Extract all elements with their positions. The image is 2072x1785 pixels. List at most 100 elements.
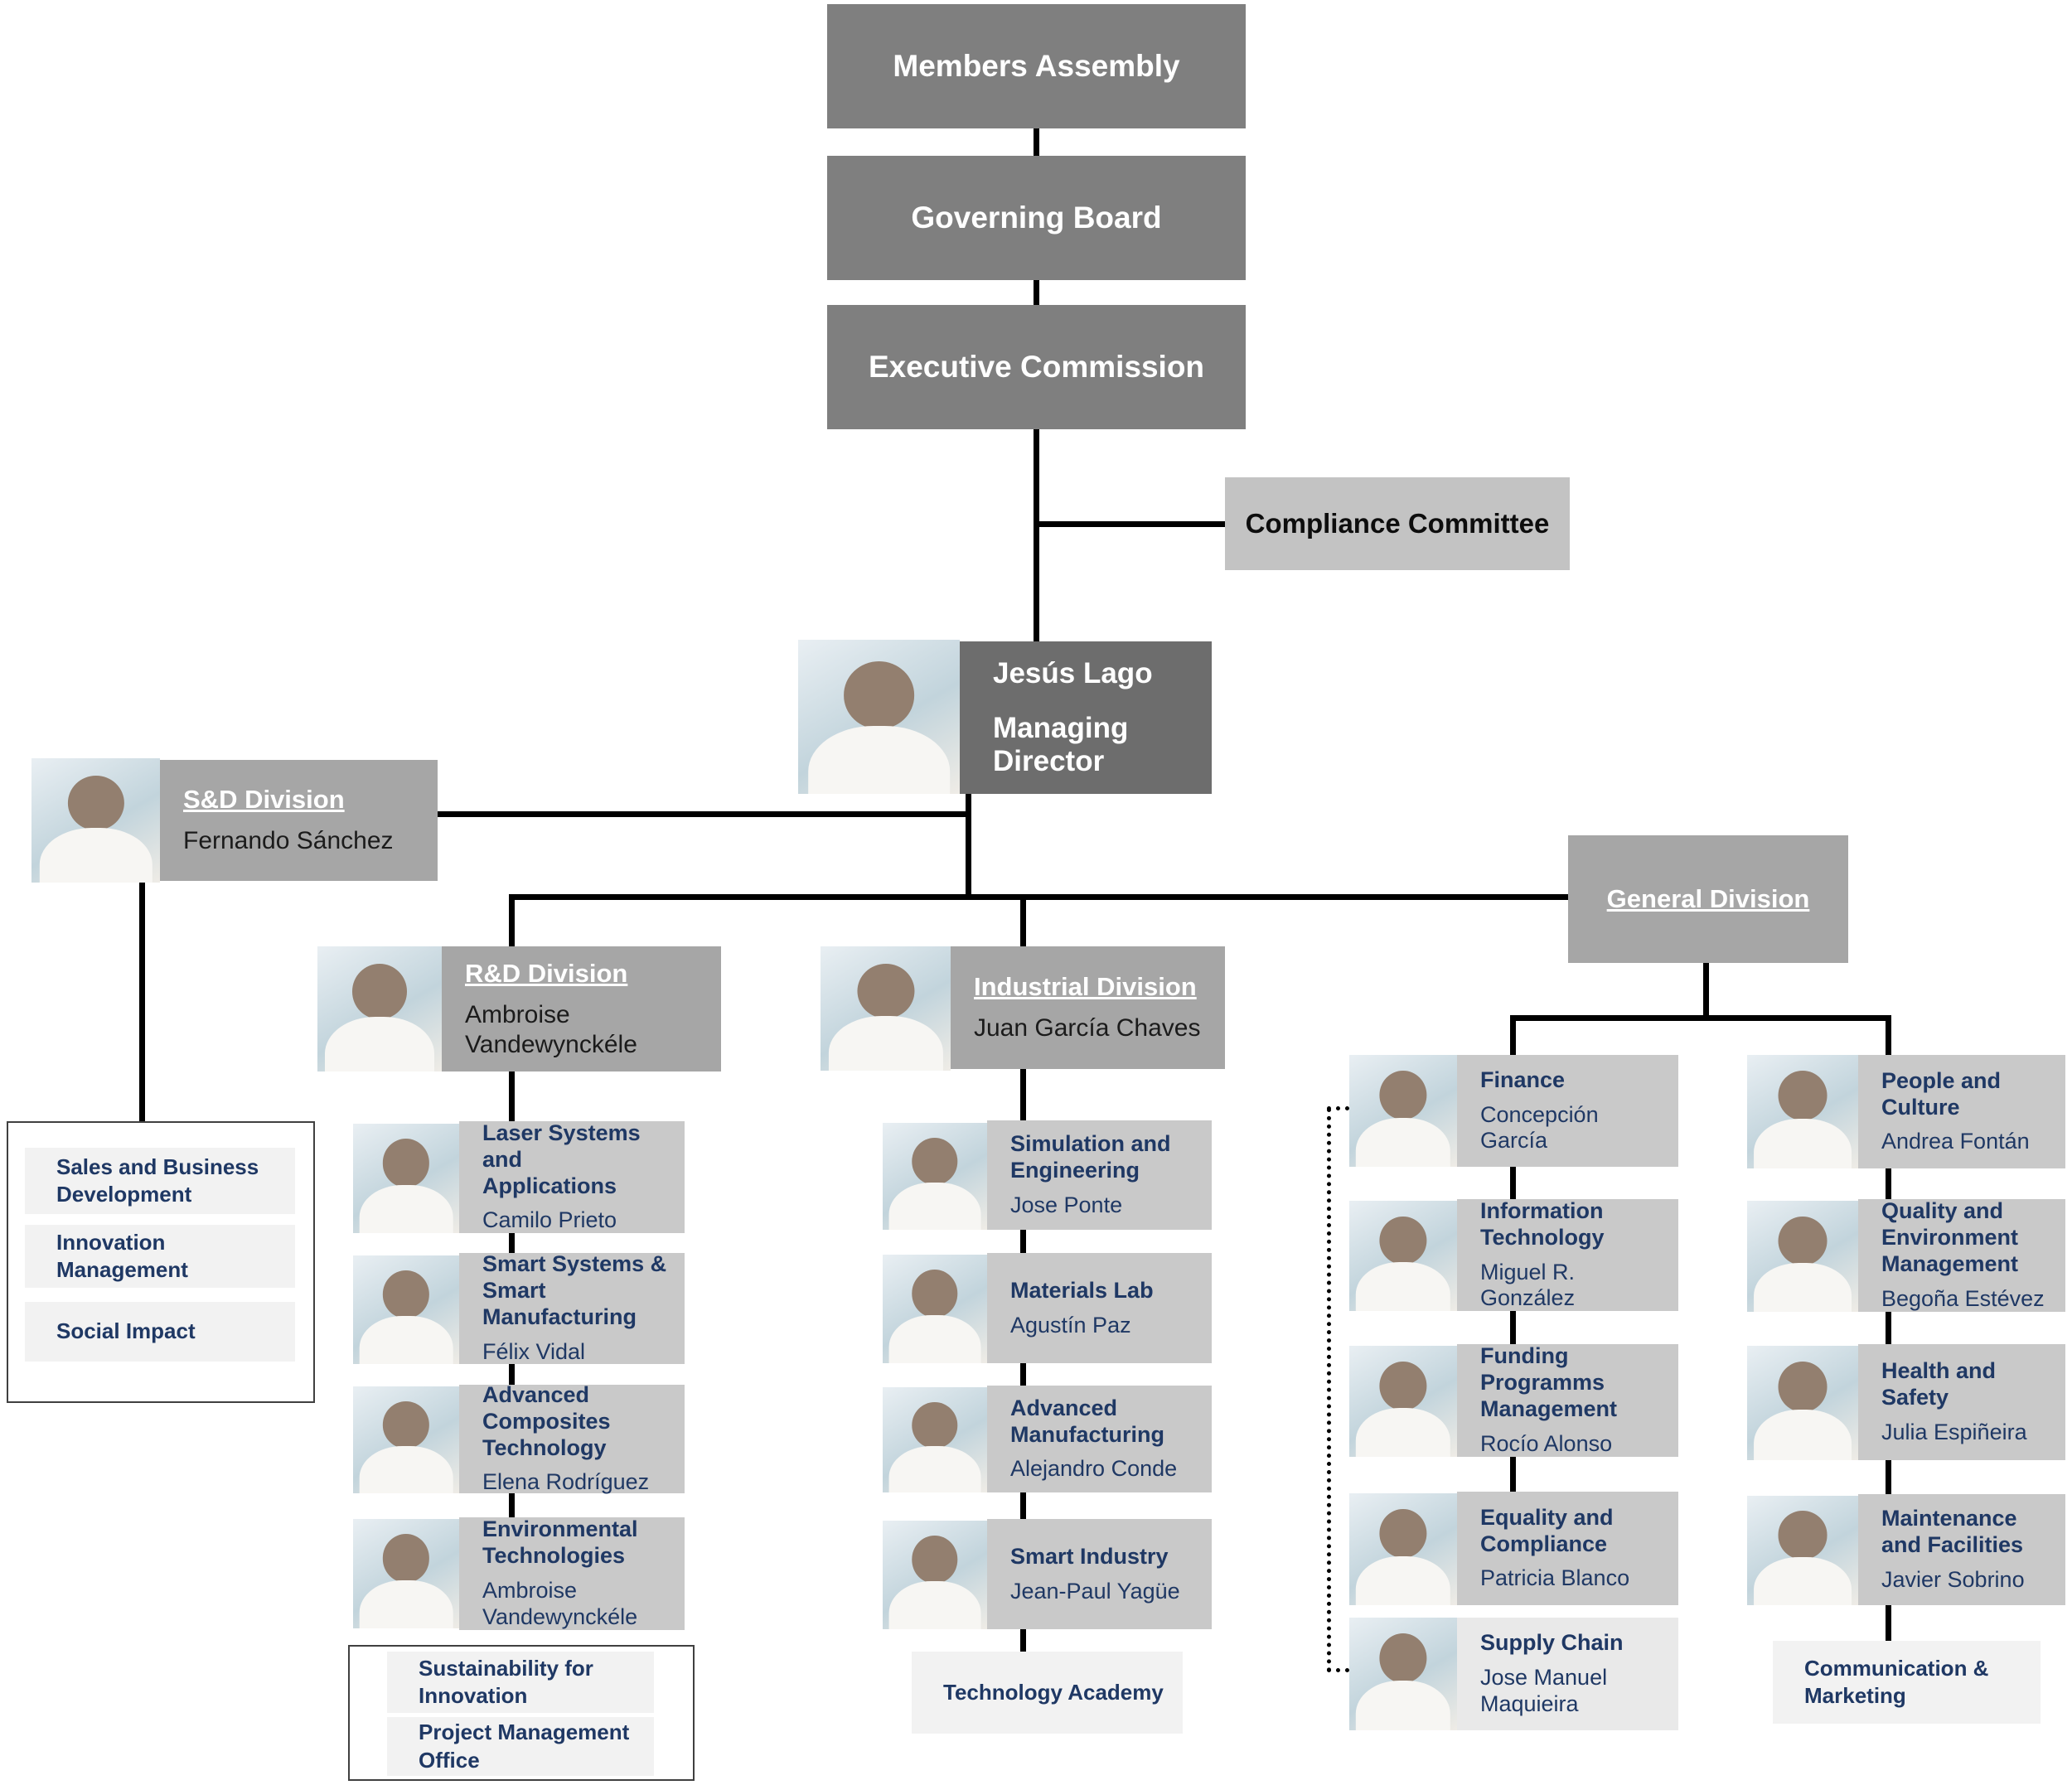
portrait-silhouette xyxy=(325,1016,434,1071)
portrait-silhouette xyxy=(843,661,915,729)
smart-industry-box: Smart Industry Jean-Paul Yagüe xyxy=(987,1519,1212,1629)
unit-head: Andrea Fontán xyxy=(1881,1129,2030,1154)
unit-title: Information Technology xyxy=(1480,1197,1605,1250)
portrait-silhouette xyxy=(359,1446,453,1493)
connector-line xyxy=(1034,280,1039,305)
maintenance-facilities-box: Maintenance and Facilities Javier Sobrin… xyxy=(1858,1494,2065,1605)
dotted-connector xyxy=(1327,1108,1331,1672)
portrait-silhouette xyxy=(1778,1511,1828,1560)
connector-line xyxy=(1886,1168,1891,1199)
office-label: Sales and Business Development xyxy=(56,1154,259,1207)
unit-title: Equality and Compliance xyxy=(1480,1504,1614,1556)
connector-line xyxy=(509,1071,515,1121)
connector-line xyxy=(1020,1069,1026,1120)
portrait-silhouette xyxy=(1379,1216,1427,1265)
portrait-silhouette xyxy=(1754,1410,1852,1460)
office-sustainability-for-innovation: Sustainability for Innovation xyxy=(387,1652,654,1713)
portrait-silhouette xyxy=(382,1401,430,1449)
portrait-silhouette xyxy=(828,1016,943,1071)
unit-title: Advanced Composites Technology xyxy=(482,1381,611,1460)
connector-line xyxy=(1039,521,1225,527)
advanced-composites-photo xyxy=(353,1386,459,1493)
smart-systems-photo xyxy=(353,1255,459,1364)
portrait-silhouette xyxy=(912,1536,958,1584)
portrait-silhouette xyxy=(1778,1071,1828,1121)
smart-systems-box: Smart Systems & Smart Manufacturing Féli… xyxy=(459,1251,685,1364)
dotted-connector xyxy=(1327,1668,1349,1672)
portrait-silhouette xyxy=(382,1139,430,1188)
unit-head: Rocío Alonso xyxy=(1480,1430,1613,1456)
portrait-silhouette xyxy=(1754,1118,1852,1168)
rd-division-title[interactable]: R&D Division xyxy=(465,958,628,988)
simulation-engineering-box: Simulation and Engineering Jose Ponte xyxy=(987,1120,1212,1230)
connector-line xyxy=(1020,1629,1026,1652)
connector-line xyxy=(509,1364,515,1385)
industrial-division-title[interactable]: Industrial Division xyxy=(974,972,1197,1001)
information-technology-box: Information Technology Miguel R. Gonzále… xyxy=(1457,1197,1678,1311)
portrait-silhouette xyxy=(352,964,407,1019)
advanced-manufacturing-photo xyxy=(883,1387,987,1492)
quality-environment-box: Quality and Environment Management Begoñ… xyxy=(1858,1198,2065,1312)
connector-line xyxy=(1510,1015,1891,1021)
connector-line xyxy=(1886,1605,1891,1641)
equality-compliance-box: Equality and Compliance Patricia Blanco xyxy=(1457,1492,1678,1605)
portrait-silhouette xyxy=(888,1315,981,1363)
office-label: Technology Academy xyxy=(943,1679,1164,1705)
sd-unit-innovation-management: Innovation Management xyxy=(25,1225,295,1288)
unit-head: Alejandro Conde xyxy=(1010,1456,1178,1482)
executive-commission-box: Executive Commission xyxy=(827,305,1246,429)
laser-systems-box: Laser Systems and Applications Camilo Pr… xyxy=(459,1120,685,1233)
managing-director-photo xyxy=(798,640,960,794)
portrait-silhouette xyxy=(807,726,951,794)
unit-title: Funding Programms Management xyxy=(1480,1343,1618,1421)
unit-title: Materials Lab xyxy=(1010,1277,1154,1303)
advanced-manufacturing-box: Advanced Manufacturing Alejandro Conde xyxy=(987,1386,1212,1492)
maintenance-facilities-photo xyxy=(1747,1496,1858,1605)
supply-chain-box: Supply Chain Jose Manuel Maquieira xyxy=(1457,1618,1678,1730)
portrait-silhouette xyxy=(888,1446,981,1492)
general-division-title[interactable]: General Division xyxy=(1606,884,1810,913)
information-technology-photo xyxy=(1349,1201,1457,1311)
governing-board-box: Governing Board xyxy=(827,156,1246,280)
finance-box: Finance Concepción García xyxy=(1457,1055,1678,1167)
sd-unit-sales-business-development: Sales and Business Development xyxy=(25,1148,295,1214)
smart-industry-photo xyxy=(883,1521,987,1629)
unit-head: Jose Ponte xyxy=(1010,1192,1123,1217)
health-safety-box: Health and Safety Julia Espiñeira xyxy=(1858,1344,2065,1460)
portrait-silhouette xyxy=(1355,1555,1451,1605)
unit-head: Julia Espiñeira xyxy=(1881,1419,2027,1444)
unit-head: Javier Sobrino xyxy=(1881,1566,2025,1592)
connector-line xyxy=(1034,429,1039,642)
unit-head: Begoña Estévez xyxy=(1881,1285,2045,1311)
connector-line xyxy=(509,1233,515,1253)
portrait-silhouette xyxy=(359,1316,453,1364)
unit-title: Supply Chain xyxy=(1480,1630,1624,1656)
members-assembly-box: Members Assembly xyxy=(827,4,1246,128)
portrait-silhouette xyxy=(1778,1362,1828,1413)
unit-title: Laser Systems and Applications xyxy=(482,1120,641,1198)
connector-line xyxy=(1886,1312,1891,1344)
portrait-silhouette xyxy=(1355,1117,1451,1167)
unit-title: People and Culture xyxy=(1881,1067,2002,1120)
office-label: Innovation Management xyxy=(56,1229,188,1282)
connector-line xyxy=(1510,1021,1516,1055)
people-culture-photo xyxy=(1747,1055,1858,1168)
portrait-silhouette xyxy=(1355,1262,1451,1311)
portrait-silhouette xyxy=(1355,1408,1451,1457)
environmental-technologies-box: Environmental Technologies Ambroise Vand… xyxy=(459,1517,685,1630)
unit-title: Quality and Environment Management xyxy=(1881,1198,2019,1276)
connector-line xyxy=(966,794,971,900)
laser-systems-photo xyxy=(353,1124,459,1233)
unit-head: Jose Manuel Maquieira xyxy=(1480,1665,1608,1716)
connector-line xyxy=(1886,1460,1891,1494)
portrait-silhouette xyxy=(39,828,152,883)
office-label: Social Impact xyxy=(56,1318,196,1344)
portrait-silhouette xyxy=(1754,1263,1852,1312)
sd-division-title[interactable]: S&D Division xyxy=(183,785,345,814)
simulation-engineering-photo xyxy=(883,1123,987,1230)
portrait-silhouette xyxy=(888,1581,981,1629)
portrait-silhouette xyxy=(1379,1070,1427,1120)
office-label: Project Management Office xyxy=(419,1720,630,1773)
unit-title: Smart Industry xyxy=(1010,1543,1169,1569)
